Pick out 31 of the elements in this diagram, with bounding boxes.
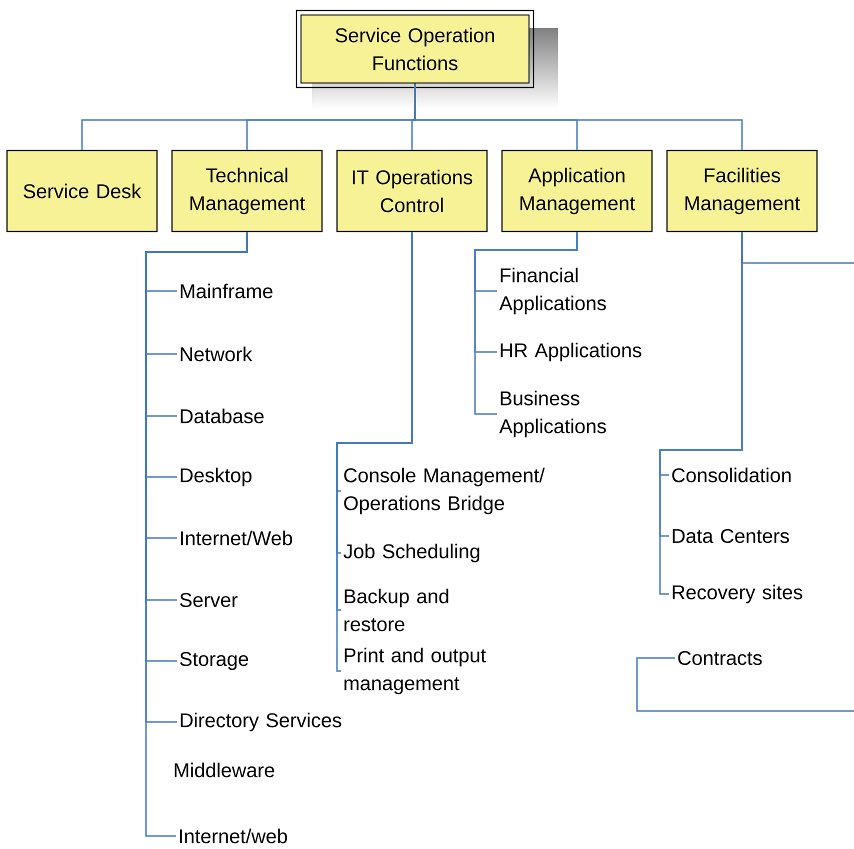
item-text: Data Centers [672, 528, 789, 544]
connector-line [145, 232, 248, 837]
item-text: HR Applications [500, 342, 642, 362]
item-text: Financial Applications [499, 268, 606, 314]
item-text: Directory Services [180, 712, 342, 732]
item-text: Print and output management [344, 648, 486, 694]
item-text: Internet/web [180, 828, 288, 844]
item-text: Consolidation [672, 468, 791, 482]
item-text: Recovery sites [672, 584, 802, 604]
item-text: Contracts [678, 650, 762, 666]
function-box: Application Management [501, 150, 653, 232]
function-box: Service Desk [6, 150, 158, 232]
item-text: Console Management/ Operations Bridge [344, 468, 545, 514]
function-box: Facilities Management [666, 150, 818, 232]
item-text: Network [180, 346, 252, 362]
item-text: Database [180, 408, 264, 424]
function-box: Technical Management [171, 150, 323, 232]
item-text: Mainframe [180, 284, 272, 298]
connector-line [411, 84, 743, 150]
item-text: Job Scheduling [344, 544, 480, 562]
item-text: Server [180, 592, 238, 608]
function-box: IT Operations Control [336, 150, 488, 232]
item-text: Internet/Web [181, 530, 292, 546]
title-box: Service Operation Functions [296, 10, 558, 110]
item-text: Storage [180, 652, 248, 670]
item-text: Desktop [180, 468, 252, 486]
item-text: Middleware [174, 762, 274, 778]
item-text: Business Applications [499, 390, 606, 438]
connector-line [636, 232, 854, 712]
connector-line [474, 232, 578, 415]
item-text: Backup and restore [344, 588, 448, 632]
